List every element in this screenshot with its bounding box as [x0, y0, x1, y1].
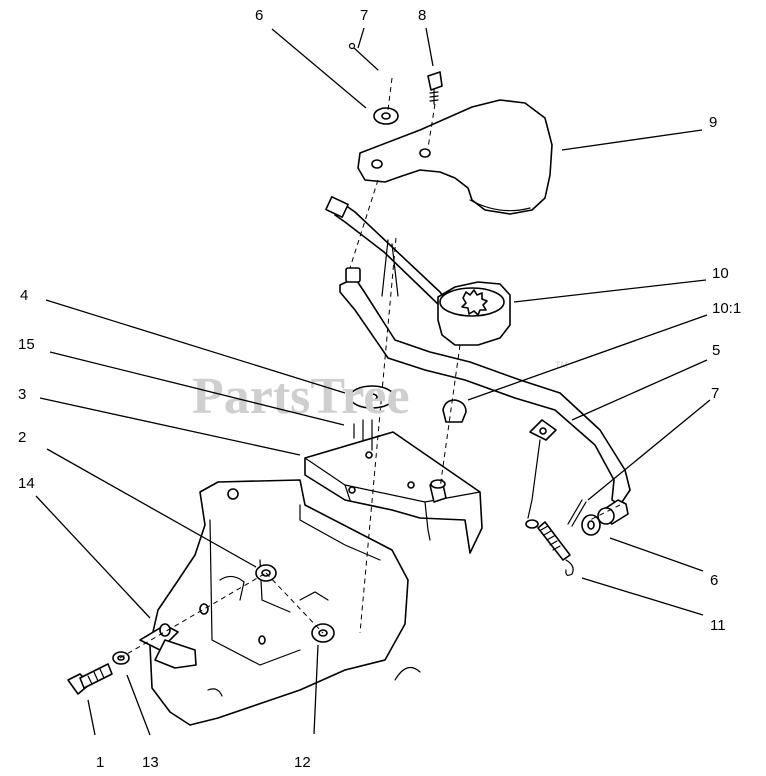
callout-10: 10 [712, 265, 729, 282]
callout-15: 15 [18, 336, 35, 353]
leader-lines [35, 27, 711, 736]
callout-2: 2 [18, 429, 26, 446]
callout-13: 13 [142, 754, 159, 771]
pivot-pin-lower [429, 479, 447, 503]
callout-12: 12 [294, 754, 311, 771]
callout-8: 8 [418, 7, 426, 24]
callout-1: 1 [96, 754, 104, 771]
callout-7-top: 7 [360, 7, 368, 24]
callout-6-right: 6 [710, 572, 718, 589]
fitting-14 [139, 623, 197, 669]
callout-10-1: 10:1 [712, 300, 741, 317]
washer-13 [112, 651, 130, 665]
frame-chassis [149, 479, 421, 726]
washer-4 [349, 385, 395, 409]
callout-11: 11 [710, 617, 726, 634]
arm-9 [357, 99, 553, 215]
pins-15 [353, 419, 373, 451]
svg-text:PartsTree: PartsTree [192, 368, 410, 425]
callout-9: 9 [709, 114, 717, 131]
callout-14: 14 [18, 475, 35, 492]
assembly-lines [119, 179, 621, 659]
bracket-3 [304, 431, 483, 554]
callout-3: 3 [18, 386, 26, 403]
callout-4: 4 [20, 287, 28, 304]
svg-text:TM: TM [555, 360, 568, 370]
callout-6-top: 6 [255, 7, 263, 24]
bolt-1 [67, 663, 113, 695]
callout-5: 5 [712, 342, 720, 359]
top-hardware [348, 42, 443, 149]
callout-7-right: 7 [711, 385, 719, 402]
pedal-pad-10 [437, 281, 511, 346]
callouts: 1 2 3 4 5 6 6 7 7 8 9 10 10:1 11 12 13 1… [18, 7, 741, 771]
spring-11 [525, 439, 574, 576]
bumper-10-1 [442, 399, 467, 423]
pivot-pin-right [567, 499, 629, 536]
